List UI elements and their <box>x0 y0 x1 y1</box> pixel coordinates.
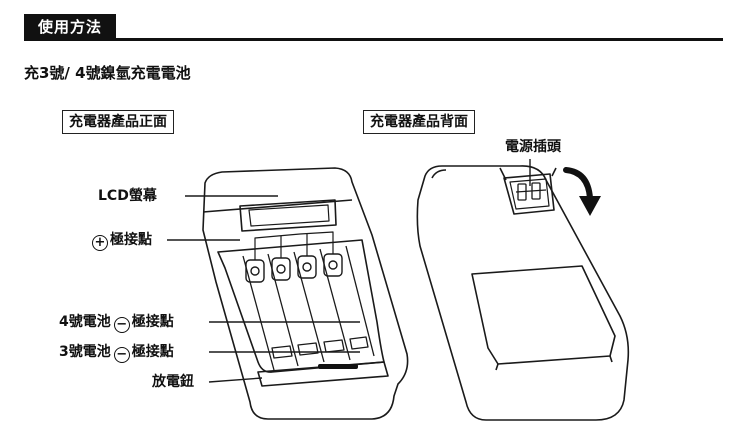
aaa-negative-label: 4號電池−極接點 <box>59 314 174 333</box>
rotate-arrow-icon <box>563 167 601 216</box>
plus-symbol-icon: + <box>92 235 108 251</box>
positive-contact-label: +極接點 <box>92 231 152 251</box>
section-title: 使用方法 <box>24 14 117 40</box>
back-caption: 充電器產品背面 <box>363 110 475 134</box>
minus-symbol-icon: − <box>113 347 130 363</box>
power-plug-label: 電源插頭 <box>505 139 561 155</box>
page-subtitle: 充3號/ 4號鎳氫充電電池 <box>24 64 191 82</box>
discharge-button-label: 放電鈕 <box>152 374 194 390</box>
front-caption: 充電器產品正面 <box>62 110 174 134</box>
aa-negative-label: 3號電池−極接點 <box>59 344 174 363</box>
minus-symbol-icon: − <box>113 317 130 333</box>
section-divider <box>24 38 723 41</box>
front-charger <box>202 167 409 420</box>
back-charger <box>416 165 630 421</box>
lcd-label: LCD螢幕 <box>98 188 157 204</box>
